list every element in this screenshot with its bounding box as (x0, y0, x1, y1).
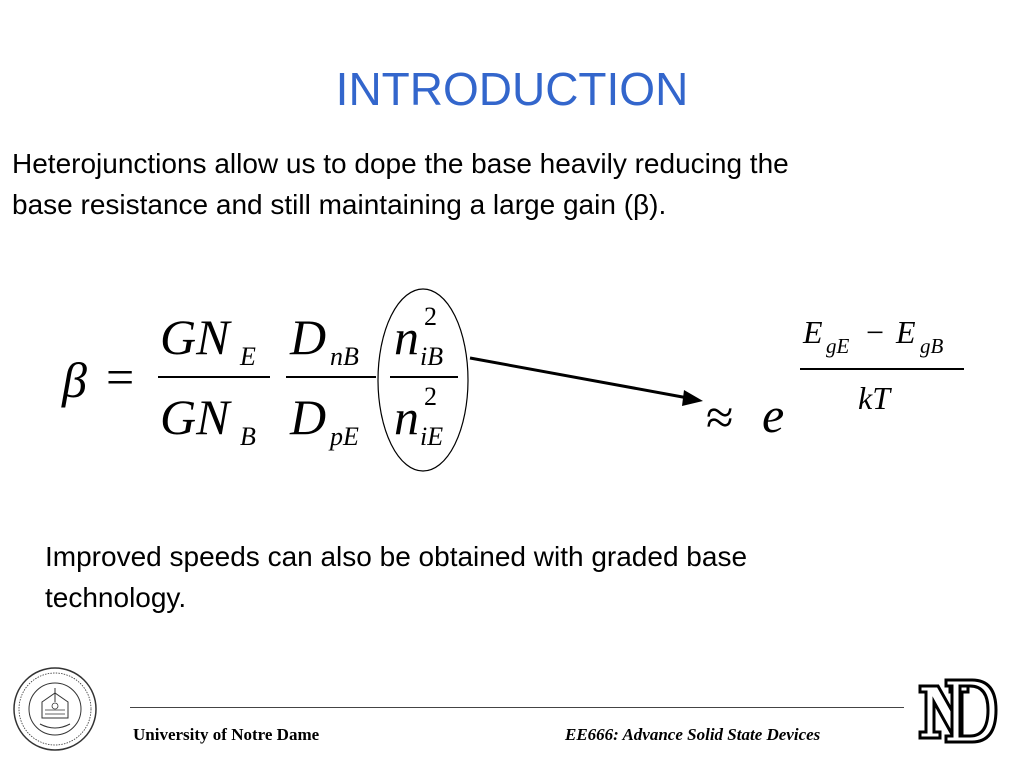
highlight-ellipse (377, 288, 469, 472)
footer-university: University of Notre Dame (133, 725, 320, 744)
exp-e-gB: E (896, 314, 916, 350)
exp-e-gB-sub: gB (920, 334, 944, 358)
beta-symbol: β (62, 352, 87, 408)
graded-line-1: Improved speeds can also be obtained wit… (45, 541, 748, 572)
d-numerator-sub: nB (330, 342, 359, 371)
exp-minus: − (866, 314, 885, 350)
n-denominator-sub: iE (420, 422, 444, 451)
slide-title: INTRODUCTION (335, 63, 689, 115)
exponent-fraction-bar (800, 368, 964, 370)
gn-numerator: GN (160, 309, 230, 365)
intro-line-1: Heterojunctions allow us to dope the bas… (12, 148, 789, 179)
gn-denominator-sub: B (240, 422, 256, 451)
nd-monogram-icon (918, 678, 998, 744)
exponential-e: e (762, 387, 785, 443)
graded-line-2: technology. (45, 582, 187, 613)
arrow-head (682, 390, 703, 406)
exp-kT: kT (858, 380, 890, 416)
d-denominator-sub: pE (330, 422, 359, 451)
d-denominator: D (290, 389, 327, 445)
arrow-shaft (469, 356, 689, 400)
exp-e-gE-sub: gE (826, 334, 850, 358)
university-seal-icon (13, 667, 97, 751)
footer-divider (130, 707, 904, 708)
footer-course: EE666: Advance Solid State Devices (565, 725, 821, 744)
gn-denominator: GN (160, 389, 230, 445)
gn-numerator-sub: E (240, 342, 256, 371)
approx-sign: ≈ (706, 389, 734, 445)
d-numerator: D (290, 309, 327, 365)
exp-e-gE: E (803, 314, 823, 350)
intro-paragraph: Heterojunctions allow us to dope the bas… (12, 143, 1002, 225)
n-numerator-sub: iB (420, 342, 444, 371)
n-denominator: n (394, 389, 419, 445)
n-denominator-square: 2 (424, 382, 437, 411)
fraction-bar-2 (286, 376, 376, 378)
n-numerator: n (394, 309, 419, 365)
fraction-bar-1 (158, 376, 270, 378)
intro-line-2: base resistance and still maintaining a … (12, 189, 667, 220)
fraction-bar-3 (390, 376, 458, 378)
equals-sign: = (106, 349, 135, 405)
graded-base-paragraph: Improved speeds can also be obtained wit… (45, 536, 945, 618)
n-numerator-square: 2 (424, 302, 437, 331)
